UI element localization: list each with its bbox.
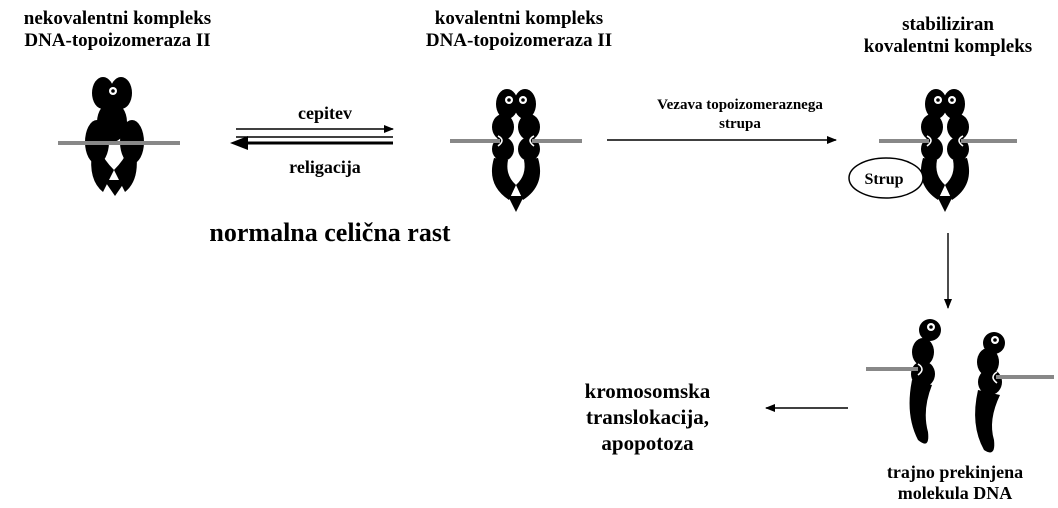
broken-dna-left-fragment-icon xyxy=(866,319,941,444)
poison-label: Strup xyxy=(864,171,903,188)
broken-dna-right-fragment-icon xyxy=(975,332,1054,452)
noncovalent-complex-icon xyxy=(58,77,180,196)
equilibrium-arrows xyxy=(230,129,393,150)
covalent-complex-icon xyxy=(450,89,582,212)
religation-arrowhead xyxy=(230,136,248,150)
poison-ellipse: Strup xyxy=(849,158,923,198)
enzyme-dimer-left xyxy=(85,77,144,196)
